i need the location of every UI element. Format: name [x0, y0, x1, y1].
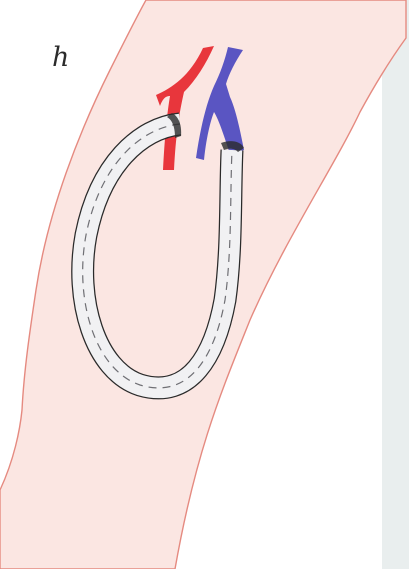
- page-margin: [382, 0, 409, 569]
- panel-label: h: [52, 44, 69, 71]
